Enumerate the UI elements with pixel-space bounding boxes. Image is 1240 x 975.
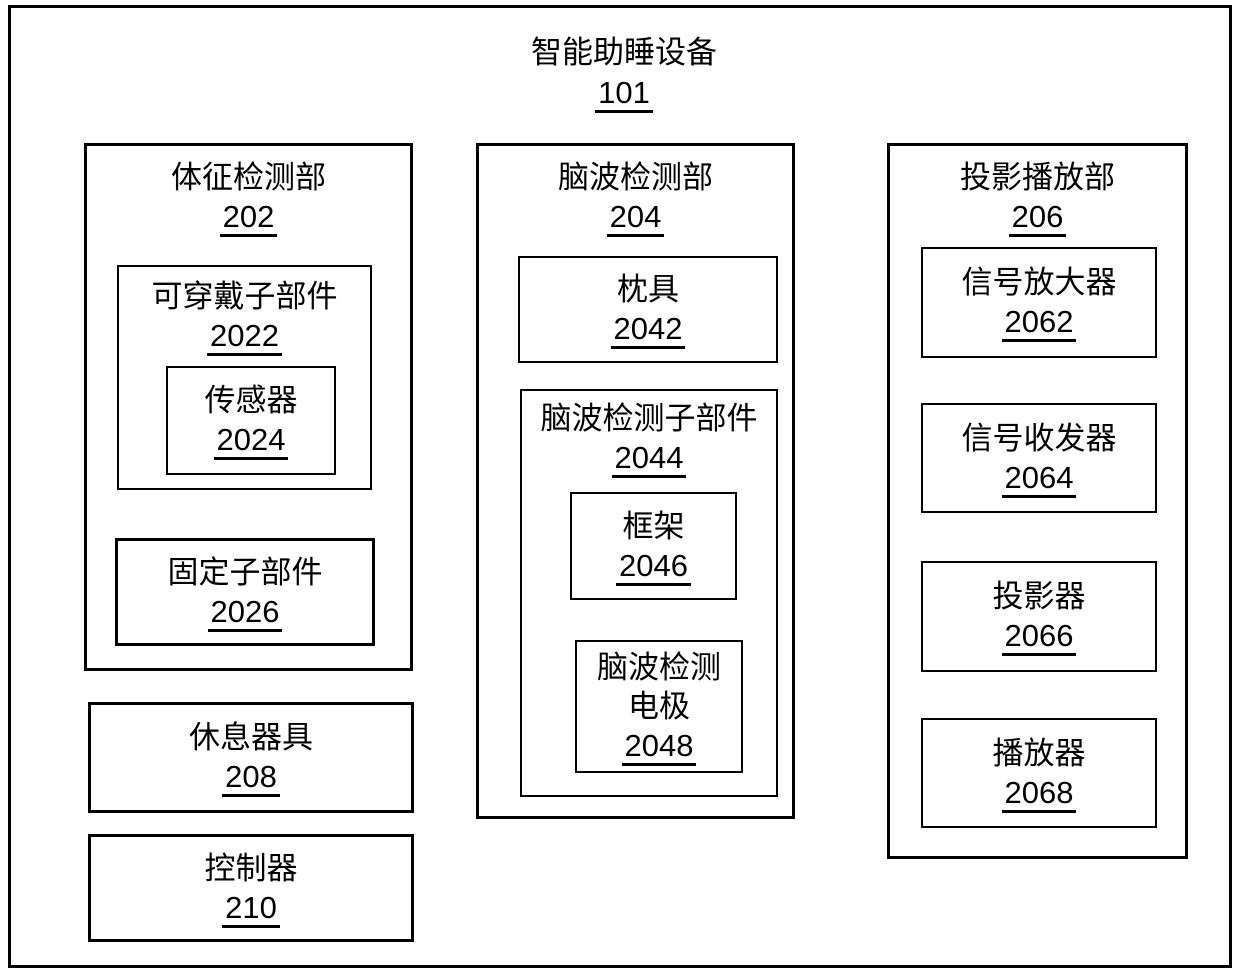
box-wearable-subcomponent: 可穿戴子部件 2022 传感器 2024 — [117, 265, 372, 490]
fixing-ref: 2026 — [207, 594, 283, 632]
transceiver-label: 信号收发器 — [961, 420, 1117, 456]
brainwave-sub-ref: 2044 — [611, 441, 687, 478]
rest-ref: 208 — [222, 760, 280, 797]
frame-ref: 2046 — [616, 548, 691, 586]
device-title-label: 智能助睡设备 — [531, 35, 717, 70]
player-ref: 2068 — [1001, 775, 1077, 813]
section-projection-label: 投影播放部 — [960, 160, 1115, 195]
pillow-ref: 2042 — [610, 312, 686, 349]
box-rest-apparatus: 休息器具 208 — [88, 702, 414, 813]
device-title-ref: 101 — [595, 76, 653, 113]
amplifier-label: 信号放大器 — [961, 265, 1117, 300]
section-projection-playback: 投影播放部 206 信号放大器 2062 信号收发器 2064 投影器 2066… — [887, 143, 1188, 859]
box-signal-amplifier: 信号放大器 2062 — [921, 247, 1157, 358]
box-pillow: 枕具 2042 — [518, 256, 778, 363]
section-brainwave-label: 脑波检测部 — [558, 160, 713, 195]
pillow-label: 枕具 — [617, 272, 679, 307]
rest-label: 休息器具 — [189, 720, 313, 755]
fixing-label: 固定子部件 — [167, 554, 323, 590]
projector-ref: 2066 — [1001, 619, 1077, 656]
section-vital-ref: 202 — [219, 200, 278, 237]
projector-label: 投影器 — [992, 579, 1086, 614]
box-brainwave-electrode: 脑波检测 电极 2048 — [575, 640, 743, 773]
box-sensor: 传感器 2024 — [166, 366, 336, 475]
section-vital-sign-detection: 体征检测部 202 可穿戴子部件 2022 传感器 2024 固定子部件 202… — [84, 143, 413, 671]
section-brainwave-detection: 脑波检测部 204 枕具 2042 脑波检测子部件 2044 框架 2046 脑… — [476, 143, 795, 819]
box-signal-transceiver: 信号收发器 2064 — [921, 403, 1157, 513]
electrode-ref: 2048 — [621, 728, 697, 766]
sensor-ref: 2024 — [213, 423, 289, 460]
sensor-label: 传感器 — [204, 383, 298, 418]
wearable-ref: 2022 — [207, 319, 282, 356]
player-label: 播放器 — [992, 735, 1086, 771]
box-player: 播放器 2068 — [921, 718, 1157, 828]
section-vital-label: 体征检测部 — [171, 160, 326, 195]
frame-label: 框架 — [622, 508, 685, 544]
box-fixing-subcomponent: 固定子部件 2026 — [115, 538, 375, 646]
controller-ref: 210 — [222, 890, 280, 928]
transceiver-ref: 2064 — [1001, 460, 1077, 498]
section-brainwave-ref: 204 — [606, 200, 665, 237]
electrode-label-line1: 脑波检测 — [597, 649, 721, 685]
electrode-label-line2: 电极 — [628, 688, 690, 724]
section-projection-ref: 206 — [1008, 200, 1067, 237]
box-projector: 投影器 2066 — [921, 561, 1157, 672]
box-brainwave-subcomponent: 脑波检测子部件 2044 框架 2046 脑波检测 电极 2048 — [520, 389, 778, 797]
amplifier-ref: 2062 — [1001, 305, 1077, 342]
box-controller: 控制器 210 — [88, 834, 414, 942]
wearable-label: 可穿戴子部件 — [151, 279, 338, 314]
device-title: 智能助睡设备 101 — [12, 33, 1236, 113]
brainwave-sub-label: 脑波检测子部件 — [540, 401, 758, 436]
controller-label: 控制器 — [204, 850, 298, 886]
box-frame: 框架 2046 — [570, 492, 737, 600]
